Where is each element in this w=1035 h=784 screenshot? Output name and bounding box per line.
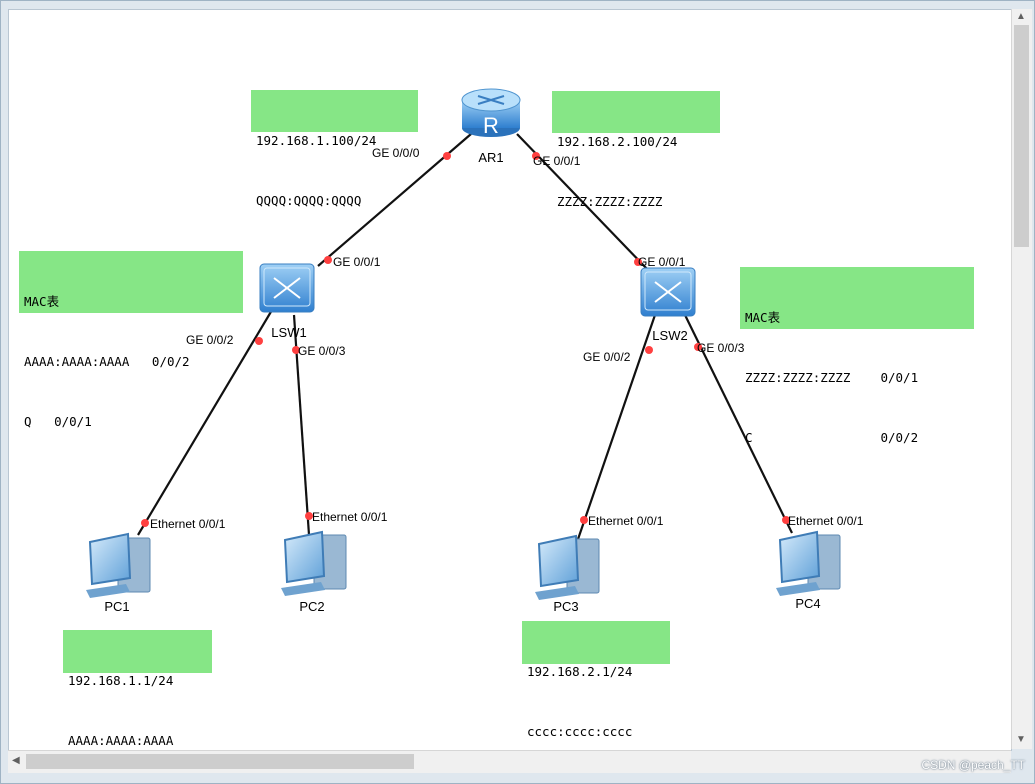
- switch-arrows-icon: [654, 281, 682, 303]
- port-dot: [532, 152, 540, 160]
- scroll-left-arrow-icon[interactable]: ◀: [12, 755, 20, 766]
- switch-lsw2[interactable]: LSW2: [640, 267, 696, 343]
- router-name: AR1: [478, 150, 503, 165]
- pc-monitor-icon: [283, 530, 326, 584]
- router-ar1[interactable]: R AR1: [461, 88, 521, 165]
- vertical-scroll-thumb[interactable]: [1014, 25, 1029, 247]
- pc1[interactable]: PC1: [86, 532, 151, 614]
- lsw1-mac-table-note[interactable]: MAC表 AAAA:AAAA:AAAA 0/0/2 Q 0/0/1: [19, 251, 243, 429]
- ar1-right-ip: 192.168.2.100/24: [557, 134, 678, 149]
- watermark: CSDN @peach_TT: [921, 758, 1025, 772]
- ar1-left-mac: QQQQ:QQQQ:QQQQ: [256, 193, 362, 208]
- vertical-scrollbar[interactable]: ▲ ▼: [1011, 9, 1032, 749]
- switch-lsw1[interactable]: LSW1: [259, 263, 315, 340]
- pc-keyboard-icon: [776, 582, 820, 596]
- pc1-port-label: Ethernet 0/0/1: [150, 517, 226, 531]
- pc1-mac: AAAA:AAAA:AAAA: [68, 733, 174, 748]
- pc2-name: PC2: [299, 599, 324, 614]
- pc4[interactable]: PC4: [776, 530, 841, 611]
- lsw1-name: LSW1: [271, 325, 306, 340]
- ar1-left-ip: 192.168.1.100/24: [256, 133, 377, 148]
- router-letter: R: [483, 113, 499, 138]
- pc-keyboard-icon: [281, 582, 325, 596]
- ar1-port-right-label: GE 0/0/1: [533, 154, 581, 168]
- lsw1-mac-row: Q 0/0/1: [24, 414, 92, 429]
- pc4-name: PC4: [795, 596, 820, 611]
- lsw1-mac-title: MAC表: [24, 294, 60, 309]
- lsw2-port-b-label: GE 0/0/3: [697, 341, 745, 355]
- switch-arrows-icon: [273, 277, 301, 299]
- ar1-right-mac: ZZZZ:ZZZZ:ZZZZ: [557, 194, 663, 209]
- pc3-ip: 192.168.2.1/24: [527, 664, 633, 679]
- port-dot: [305, 512, 313, 520]
- lsw1-port-b-label: GE 0/0/3: [298, 344, 346, 358]
- lsw2-port-a-label: GE 0/0/2: [583, 350, 631, 364]
- pc1-name: PC1: [104, 599, 129, 614]
- horizontal-scrollbar[interactable]: ◀: [8, 750, 1011, 773]
- port-dot: [443, 152, 451, 160]
- link-lsw2-pc4[interactable]: [684, 314, 793, 534]
- link-lsw1-pc1[interactable]: [137, 309, 273, 536]
- lsw2-mac-title: MAC表: [745, 310, 781, 325]
- pc-keyboard-icon: [535, 586, 579, 600]
- port-dot: [782, 516, 790, 524]
- lsw2-uplink-label: GE 0/0/1: [638, 255, 686, 269]
- pc3-name: PC3: [553, 599, 578, 614]
- router-arrows-icon: [477, 95, 505, 105]
- lsw2-mac-row: C 0/0/2: [745, 430, 919, 445]
- port-dot: [694, 343, 702, 351]
- pc3[interactable]: PC3: [535, 534, 600, 614]
- lsw2-mac-table-note[interactable]: MAC表 ZZZZ:ZZZZ:ZZZZ 0/0/1 C 0/0/2: [740, 267, 974, 445]
- pc2-port-label: Ethernet 0/0/1: [312, 510, 388, 524]
- port-dot: [645, 346, 653, 354]
- scroll-up-arrow-icon[interactable]: ▲: [1016, 11, 1026, 22]
- ar1-right-note[interactable]: 192.168.2.100/24 ZZZZ:ZZZZ:ZZZZ: [552, 91, 720, 209]
- ar1-port-left-label: GE 0/0/0: [372, 146, 420, 160]
- pc2[interactable]: PC2: [281, 530, 347, 614]
- pc-monitor-icon: [537, 534, 580, 588]
- lsw1-uplink-label: GE 0/0/1: [333, 255, 381, 269]
- pc-monitor-icon: [88, 532, 132, 586]
- pc-monitor-icon: [778, 530, 821, 584]
- lsw1-port-a-label: GE 0/0/2: [186, 333, 234, 347]
- lsw2-mac-row: ZZZZ:ZZZZ:ZZZZ 0/0/1: [745, 370, 919, 385]
- pc-keyboard-icon: [86, 584, 130, 598]
- port-dot: [580, 516, 588, 524]
- scroll-down-arrow-icon[interactable]: ▼: [1016, 734, 1026, 745]
- port-dot: [634, 258, 642, 266]
- port-dot: [141, 519, 149, 527]
- port-dot: [292, 346, 300, 354]
- port-dot: [255, 337, 263, 345]
- link-lsw2-pc3[interactable]: [574, 314, 657, 546]
- pc3-note[interactable]: 192.168.2.1/24 cccc:cccc:cccc: [522, 621, 670, 739]
- pc3-mac: cccc:cccc:cccc: [527, 724, 633, 739]
- ar1-left-note[interactable]: 192.168.1.100/24 QQQQ:QQQQ:QQQQ: [251, 90, 418, 208]
- pc4-port-label: Ethernet 0/0/1: [788, 514, 864, 528]
- pc1-note[interactable]: 192.168.1.1/24 AAAA:AAAA:AAAA: [63, 630, 212, 748]
- port-dot: [324, 256, 332, 264]
- pc1-ip: 192.168.1.1/24: [68, 673, 174, 688]
- horizontal-scroll-thumb[interactable]: [26, 754, 414, 769]
- lsw1-mac-row: AAAA:AAAA:AAAA 0/0/2: [24, 354, 190, 369]
- lsw2-name: LSW2: [652, 328, 687, 343]
- pc3-port-label: Ethernet 0/0/1: [588, 514, 664, 528]
